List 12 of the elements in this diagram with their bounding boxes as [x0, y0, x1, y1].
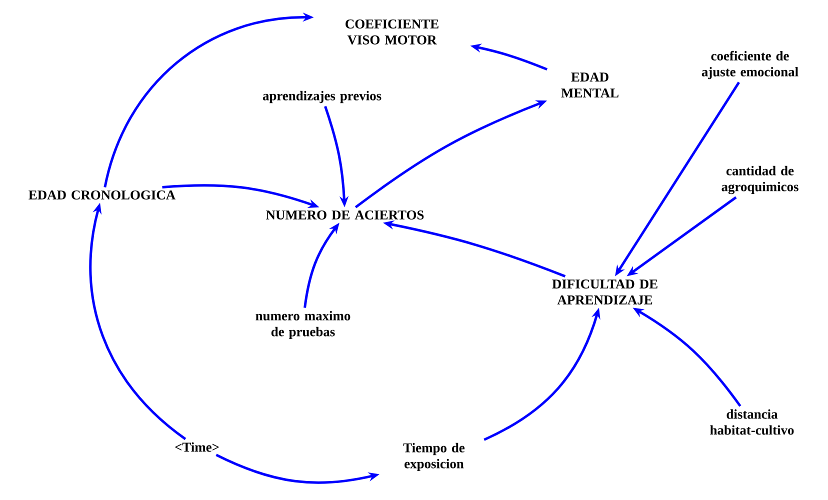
- variable-text: <Time>: [175, 442, 219, 452]
- variable-text: aprendizajes previos: [262, 90, 382, 104]
- variable-text: COEFICIENTE VISO MOTOR: [346, 19, 438, 45]
- variable-text: NUMERO DE ACIERTOS: [266, 210, 424, 220]
- variable-text: EDAD MENTAL: [561, 72, 618, 98]
- variable-text: DIFICULTAD DE APRENDIZAJE: [552, 280, 658, 304]
- variable-text: coeficiente de ajuste emocional: [702, 50, 798, 80]
- variable-text: distancia habitat-cultivo: [710, 409, 794, 435]
- variable-text: Tiempo de exposicion: [403, 442, 465, 472]
- variable-text: cantidad de agroquimicos: [722, 166, 798, 194]
- variable-text: EDAD CRONOLOGICA: [28, 190, 176, 200]
- variable-text: numero maximo de pruebas: [256, 310, 350, 340]
